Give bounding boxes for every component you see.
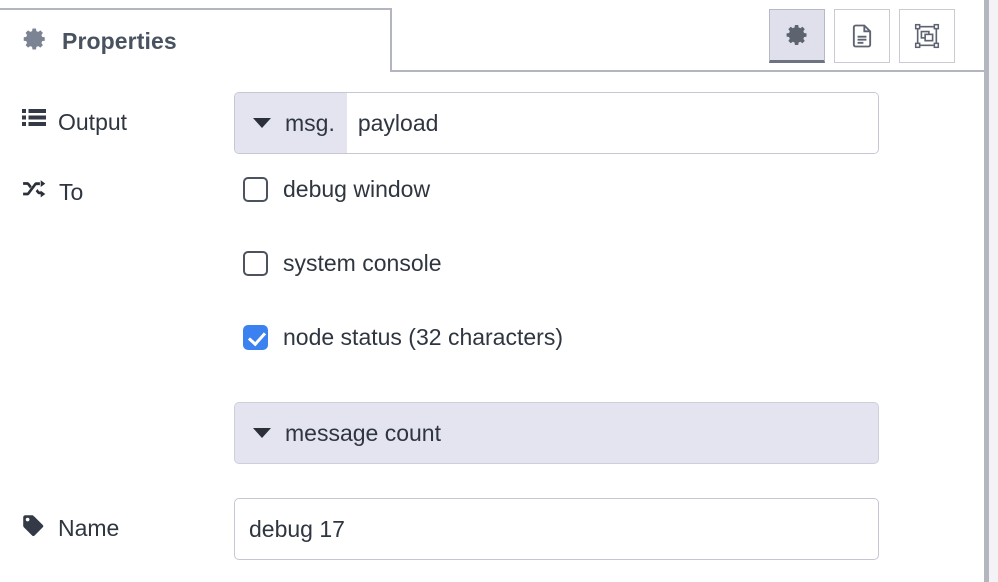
panel-resize-handle[interactable]	[985, 0, 989, 582]
name-label-group: Name	[22, 514, 119, 543]
shuffle-icon	[22, 178, 47, 206]
output-typed-input[interactable]: msg.	[234, 92, 879, 154]
output-label: Output	[58, 108, 128, 135]
output-type-selector[interactable]: msg.	[235, 93, 347, 153]
checkbox-node-status-label: node status (32 characters)	[283, 324, 563, 350]
document-icon	[852, 24, 872, 48]
tabbar-divider	[391, 70, 985, 72]
form-row-node-status: node status (32 characters)	[0, 322, 985, 366]
panel-tabbar: Properties	[0, 0, 985, 72]
list-icon	[22, 108, 46, 136]
checkbox-debug-window-label: debug window	[283, 176, 431, 202]
name-label: Name	[58, 515, 120, 541]
name-input[interactable]	[234, 498, 879, 560]
chevron-down-icon	[253, 118, 271, 128]
node-appearance-icon	[914, 23, 940, 49]
gear-icon	[786, 25, 807, 45]
checkbox-system-console[interactable]: system console	[243, 250, 442, 277]
checkbox-icon	[243, 177, 268, 202]
to-label: To	[59, 178, 84, 205]
description-tab-button[interactable]	[834, 9, 890, 63]
appearance-tab-button[interactable]	[899, 9, 955, 63]
tab-tool-buttons	[769, 9, 955, 63]
tag-icon	[22, 514, 46, 543]
form-row-output: Output msg.	[0, 92, 985, 154]
checkbox-system-console-label: system console	[283, 250, 442, 276]
form-row-status-type: message count	[0, 402, 985, 464]
form-row-system-console: system console	[0, 248, 985, 292]
checkbox-checked-icon	[243, 325, 268, 350]
flow-canvas-background	[989, 0, 998, 582]
status-type-value: message count	[285, 419, 441, 446]
tab-properties[interactable]: Properties	[0, 8, 392, 72]
chevron-down-icon	[253, 428, 271, 438]
output-type-label: msg.	[285, 109, 335, 136]
form-row-to: To debug window	[0, 174, 985, 218]
checkbox-debug-window[interactable]: debug window	[243, 176, 430, 203]
checkbox-node-status[interactable]: node status (32 characters)	[243, 324, 563, 351]
output-label-group: Output	[22, 108, 127, 136]
checkbox-icon	[243, 251, 268, 276]
tab-properties-label: Properties	[62, 27, 177, 54]
to-label-group: To	[22, 178, 83, 206]
gear-icon	[22, 26, 48, 57]
properties-tab-button[interactable]	[769, 9, 825, 63]
status-type-select[interactable]: message count	[234, 402, 879, 464]
output-property-input[interactable]	[346, 93, 878, 153]
form-row-name: Name	[0, 498, 985, 560]
